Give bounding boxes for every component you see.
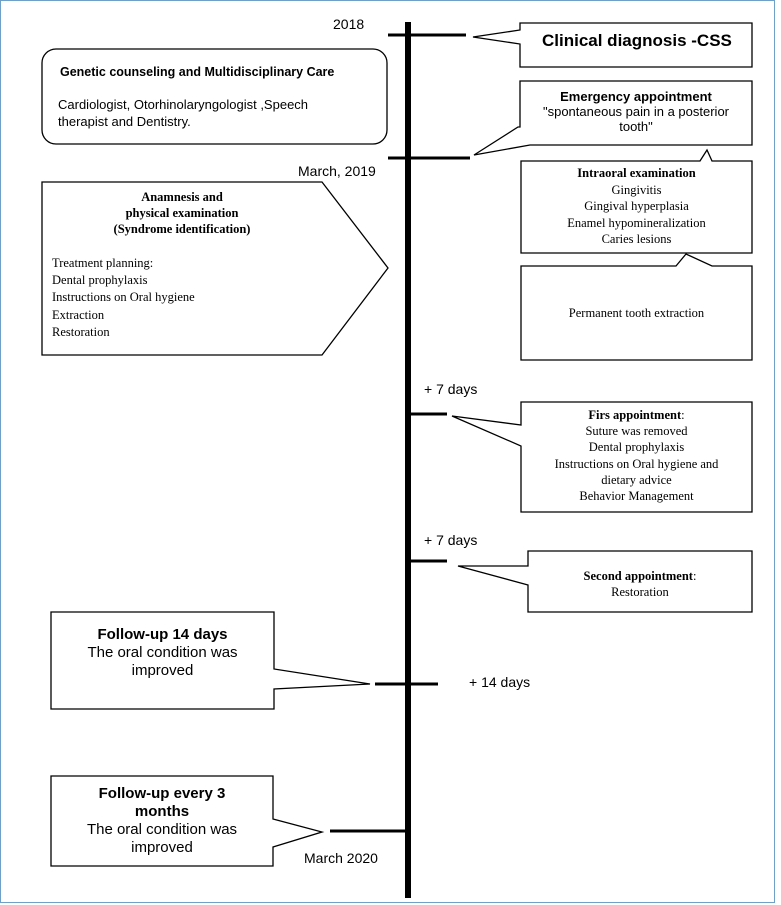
genetic-counseling-line1: Cardiologist, Otorhinolaryngologist ,Spe…: [58, 97, 309, 112]
label-2018: 2018: [333, 16, 365, 32]
emergency-text: Emergency appointment "spontaneous pain …: [520, 89, 752, 134]
first-appointment-title: Firs appointment: [588, 408, 682, 422]
intraoral-item: Gingivitis: [611, 182, 662, 197]
followup-3m-line1: The oral condition was: [86, 821, 238, 838]
anamnesis-title: Anamnesis and physical examination (Synd…: [42, 189, 322, 237]
followup-14-line1: The oral condition was: [87, 644, 238, 661]
label-march-2020: March 2020: [304, 850, 378, 866]
label-plus-7-days-a: + 7 days: [424, 381, 478, 397]
intraoral-title: Intraoral examination: [577, 166, 696, 180]
emergency-line2: tooth": [619, 119, 653, 134]
followup-3m-line2: improved: [131, 839, 193, 856]
second-appointment-callout: [457, 550, 753, 613]
followup-14-line2: improved: [131, 662, 194, 679]
label-plus-14-days: + 14 days: [469, 674, 531, 690]
first-appointment-line: Dental prophylaxis: [588, 440, 685, 455]
first-appointment-colon: :: [681, 408, 685, 422]
anamnesis-plan: Treatment planning: Dental prophylaxis I…: [52, 255, 195, 341]
intraoral-item: Gingival hyperplasia: [584, 199, 689, 213]
followup-14-text: Follow-up 14 days The oral condition was…: [51, 626, 274, 680]
label-march-2019: March, 2019: [298, 163, 376, 179]
anamnesis-title-line2: physical examination: [125, 206, 239, 220]
anamnesis-line: Dental prophylaxis: [52, 273, 148, 288]
first-appointment-line: dietary advice: [601, 472, 672, 487]
genetic-counseling-box: [41, 48, 388, 145]
anamnesis-title-line1: Anamnesis and: [141, 190, 223, 204]
followup-14-title: Follow-up 14 days: [97, 626, 228, 643]
emergency-line1: "spontaneous pain in a posterior: [542, 104, 730, 119]
second-appointment-title: Second appointment: [583, 569, 693, 583]
intraoral-item: Enamel hypomineralization: [567, 215, 706, 230]
intraoral-callout: [520, 148, 753, 254]
intraoral-item: Caries lesions: [601, 232, 672, 246]
anamnesis-line: Extraction: [52, 307, 105, 322]
anamnesis-line: Instructions on Oral hygiene: [52, 290, 195, 305]
clinical-diagnosis-callout: [472, 22, 753, 68]
clinical-diagnosis-text: Clinical diagnosis -CSS: [542, 31, 732, 50]
anamnesis-line: Treatment planning:: [52, 256, 154, 270]
second-appointment-colon: :: [692, 569, 697, 583]
emergency-callout: [473, 80, 753, 156]
extraction-text: Permanent tooth extraction: [568, 306, 705, 320]
followup-3m-title2: months: [134, 803, 190, 820]
second-appointment-text: Second appointment: Restoration: [528, 568, 752, 600]
followup-14-callout: [50, 611, 371, 710]
first-appointment-line: Instructions on Oral hygiene and: [554, 456, 719, 471]
genetic-counseling-line2: therapist and Dentistry.: [58, 114, 191, 129]
emergency-title: Emergency appointment: [560, 89, 712, 104]
followup-3m-callout: [50, 775, 325, 867]
followup-3m-text: Follow-up every 3 months The oral condit…: [51, 785, 273, 857]
followup-3m-title1: Follow-up every 3: [98, 785, 226, 802]
anamnesis-title-line3: (Syndrome identification): [113, 222, 251, 236]
first-appointment-line: Behavior Management: [579, 489, 694, 504]
first-appointment-callout: [451, 401, 753, 513]
first-appointment-line: Suture was removed: [585, 424, 688, 439]
second-appointment-line: Restoration: [611, 585, 669, 599]
genetic-counseling-title: Genetic counseling and Multidisciplinary…: [60, 65, 335, 79]
extraction-callout: [520, 253, 753, 361]
anamnesis-line: Restoration: [52, 324, 110, 339]
intraoral-text: Intraoral examination Gingivitis Gingiva…: [521, 165, 752, 248]
anamnesis-shape: [41, 181, 389, 356]
first-appointment-text: Firs appointment: Suture was removed Den…: [521, 407, 752, 504]
label-plus-7-days-b: + 7 days: [424, 532, 478, 548]
